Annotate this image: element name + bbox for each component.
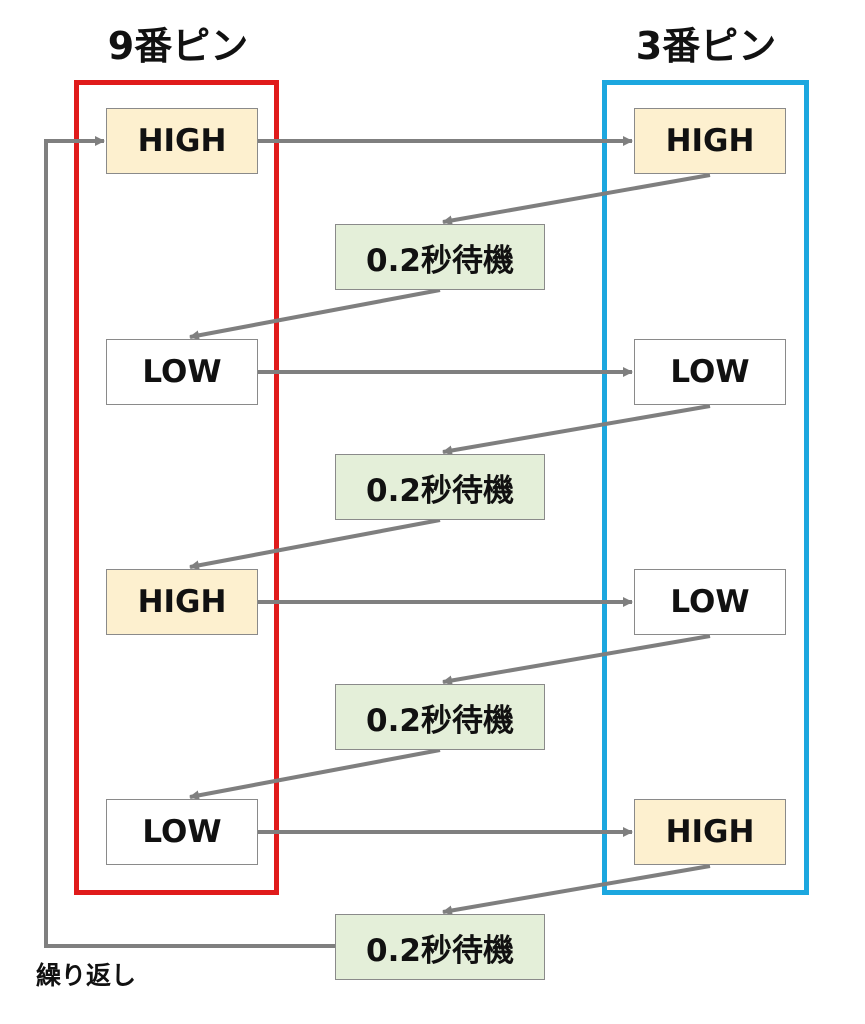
arrow-pin3-to-wait-1 <box>442 173 711 226</box>
pin9-column-frame <box>74 80 279 895</box>
arrow-pin3-to-wait-4 <box>442 864 711 916</box>
wait-box-2: 0.2秒待機 <box>335 454 545 520</box>
wait-box-1: 0.2秒待機 <box>335 224 545 290</box>
repeat-label: 繰り返し <box>36 961 137 990</box>
wait-box-3: 0.2秒待機 <box>335 684 545 750</box>
pin9-state-box-3: HIGH <box>106 569 258 635</box>
pin9-state-box-2: LOW <box>106 339 258 405</box>
pin9-state-box-1: HIGH <box>106 108 258 174</box>
pin3-state-box-1: HIGH <box>634 108 786 174</box>
repeat-loop-arrow <box>44 136 335 948</box>
pin3-column-frame <box>602 80 809 895</box>
arrow-wait-to-pin9-3 <box>189 748 441 801</box>
arrow-pin3-to-wait-2 <box>442 404 711 456</box>
arrow-pin3-to-wait-3 <box>442 634 711 686</box>
arrow-wait-to-pin9-2 <box>189 518 441 571</box>
pin9-title: 9番ピン <box>107 24 249 68</box>
pin9-state-box-4: LOW <box>106 799 258 865</box>
wait-box-4: 0.2秒待機 <box>335 914 545 980</box>
arrow-wait-to-pin9-1 <box>189 288 441 341</box>
pin3-title: 3番ピン <box>635 24 777 68</box>
pin3-state-box-4: HIGH <box>634 799 786 865</box>
pin3-state-box-3: LOW <box>634 569 786 635</box>
pin3-state-box-2: LOW <box>634 339 786 405</box>
